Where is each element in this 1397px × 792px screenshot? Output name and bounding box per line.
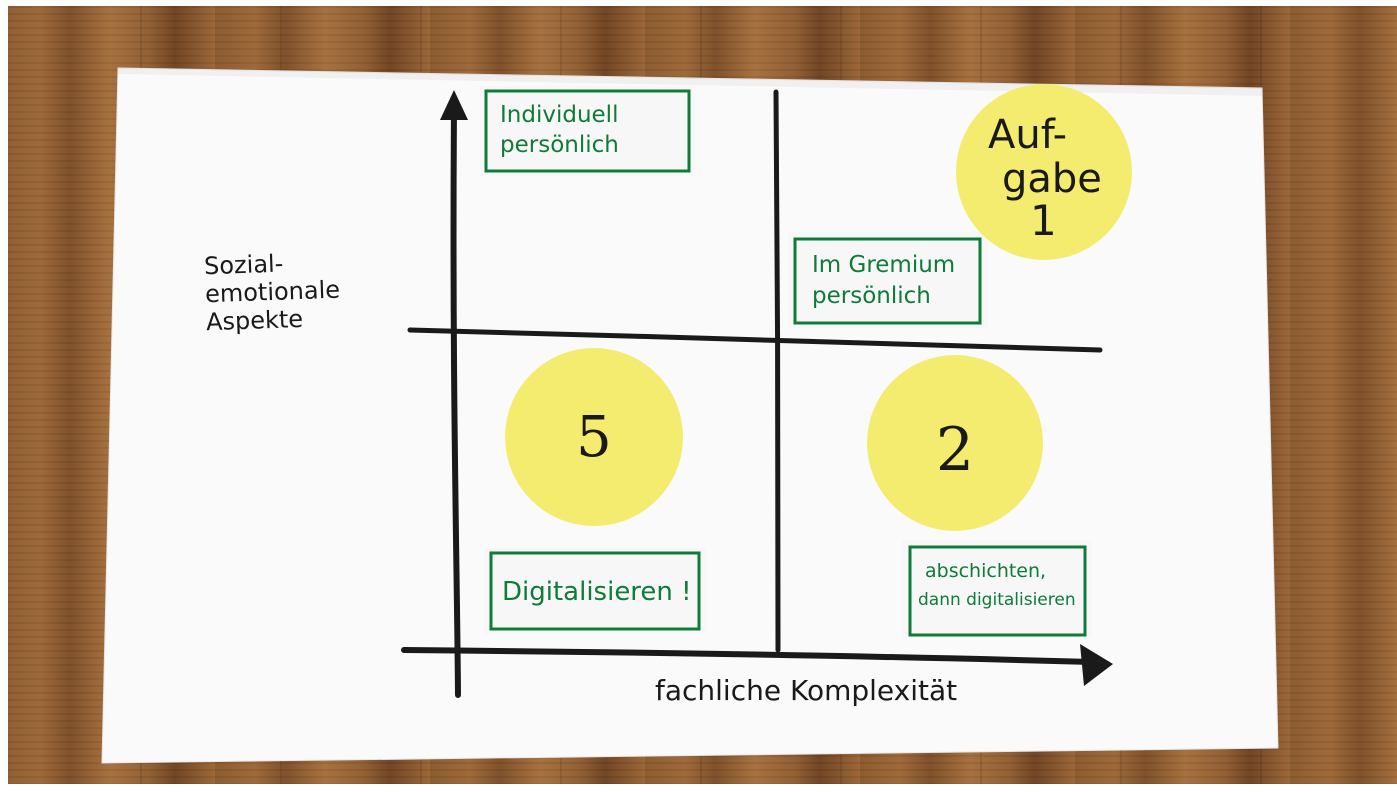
paper-fold-shadow	[118, 68, 1262, 96]
card-top-left-line-1: Individuell	[500, 102, 618, 128]
image-border-bottom	[0, 784, 1397, 792]
circle-task-line-1: Auf-	[988, 112, 1067, 158]
x-axis-label: fachliche Komplexität	[655, 674, 957, 707]
card-bottom-right-line-2: dann digitalisieren	[918, 590, 1076, 610]
x-axis-line	[401, 647, 1095, 665]
y-axis-label: Sozial- emotionale Aspekte	[204, 250, 341, 337]
card-top-right-line-2: persönlich	[812, 283, 931, 309]
image-border-top	[0, 0, 1397, 6]
y-axis-label-line-2: emotionale	[205, 276, 341, 309]
horizontal-divider-line	[407, 327, 1103, 353]
y-axis-arrowhead	[440, 90, 468, 120]
circle-number-2-text: 2	[936, 415, 974, 485]
image-border-left	[0, 0, 8, 792]
circle-aufgabe-1: Auf- gabe 1	[956, 84, 1132, 260]
y-axis-label-line-3: Aspekte	[206, 305, 304, 336]
card-bottom-right-line-1: abschichten,	[925, 560, 1046, 582]
x-axis-arrowhead	[1080, 644, 1113, 686]
card-top-left-line-2: persönlich	[500, 132, 619, 158]
circle-number-2: 2	[867, 355, 1043, 531]
card-bottom-left-text: Digitalisieren !	[502, 577, 692, 607]
circle-task-line-3: 1	[1030, 196, 1057, 245]
card-digitalisieren: Digitalisieren !	[484, 548, 706, 634]
circle-number-5: 5	[505, 348, 683, 526]
y-axis-label-line-1: Sozial-	[204, 250, 284, 281]
card-top-right-line-1: Im Gremium	[812, 252, 955, 278]
card-individuell-persoenlich: Individuell persönlich	[480, 86, 695, 176]
card-im-gremium-persoenlich: Im Gremium persönlich	[788, 232, 988, 328]
y-axis-line	[450, 105, 461, 698]
vertical-divider-line	[773, 89, 781, 653]
card-abschichten-dann-digitalisieren: abschichten, dann digitalisieren	[902, 540, 1092, 638]
circle-number-5-text: 5	[576, 405, 612, 470]
circle-task-line-2: gabe	[1002, 156, 1102, 202]
